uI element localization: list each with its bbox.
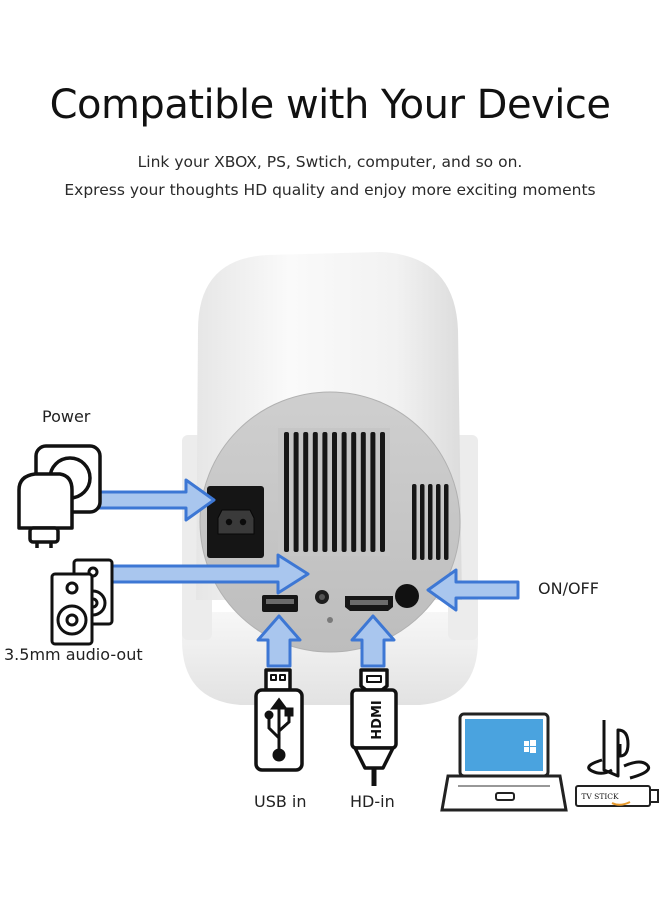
power-button xyxy=(395,584,419,608)
vent-slat xyxy=(341,432,347,552)
laptop-icon xyxy=(440,712,568,812)
label-power: Power xyxy=(42,407,91,426)
power-socket xyxy=(207,486,264,558)
usb-symbol-icon xyxy=(264,697,294,762)
tv-stick-text: TV STICK xyxy=(581,792,619,801)
vent-slat xyxy=(293,432,299,552)
vent-slat xyxy=(332,432,337,552)
tv-stick-icon xyxy=(575,785,659,807)
label-hdmi: HD-in xyxy=(350,792,395,811)
hdmi-plug-icon xyxy=(350,668,398,786)
status-led xyxy=(327,617,333,623)
vent-slat xyxy=(370,432,376,552)
vent-slat xyxy=(380,432,385,552)
arrow-power xyxy=(96,478,216,522)
vent-slat xyxy=(428,484,433,560)
audio-jack xyxy=(315,590,329,604)
vent-slat xyxy=(420,484,425,560)
vent-grille xyxy=(278,428,449,560)
arrow-usb xyxy=(256,614,302,668)
subtitle-line-2: Express your thoughts HD quality and enj… xyxy=(64,181,596,199)
speaker-icon xyxy=(50,558,114,646)
hdmi-plug-text: HDMI xyxy=(370,700,385,739)
vent-slat xyxy=(322,432,328,552)
label-audio: 3.5mm audio-out xyxy=(4,645,143,664)
arrow-onoff xyxy=(426,568,520,612)
projector-base xyxy=(182,612,478,705)
vent-slat xyxy=(303,432,309,552)
vent-slat xyxy=(312,432,318,552)
vent-slat xyxy=(284,432,289,552)
arrow-audio xyxy=(96,553,310,595)
vent-slat xyxy=(436,484,441,560)
label-usb: USB in xyxy=(254,792,307,811)
arrow-hdmi xyxy=(350,614,396,668)
page-title: Compatible with Your Device xyxy=(49,82,611,128)
vent-slat xyxy=(444,484,449,560)
windows-logo-icon xyxy=(524,740,536,753)
vent-slat xyxy=(412,484,417,560)
subtitle-line-1: Link your XBOX, PS, Swtich, computer, an… xyxy=(137,153,523,171)
hdmi-port xyxy=(345,596,393,611)
vent-slat xyxy=(351,432,357,552)
power-plug-icon xyxy=(17,444,102,548)
usb-port xyxy=(262,595,298,612)
playstation-logo-icon xyxy=(587,720,651,780)
label-onoff: ON/OFF xyxy=(538,579,599,598)
vent-slat xyxy=(360,432,366,552)
